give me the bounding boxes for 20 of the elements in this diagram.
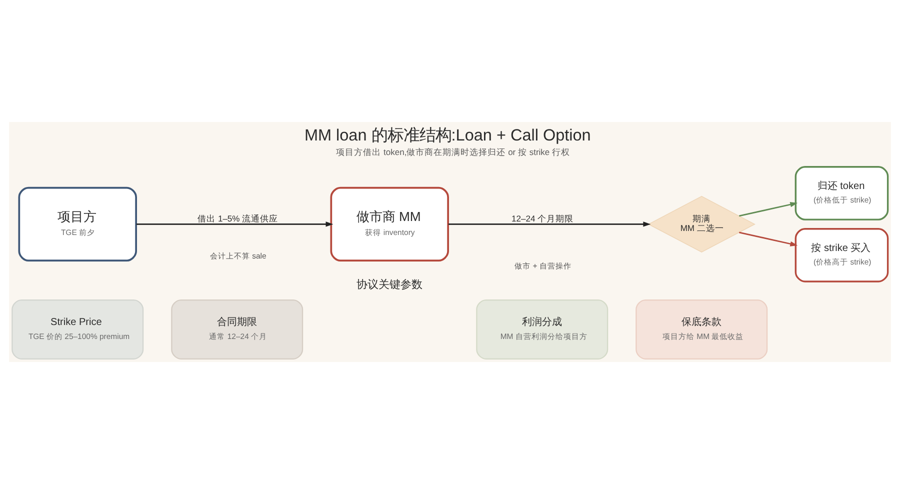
edge-label: 借出 1–5% 流通供应 <box>198 214 278 224</box>
node-box: Strike Price TGE 价的 25–100% premium <box>12 299 144 360</box>
label: 会计上不算 sale <box>210 252 266 261</box>
arrow <box>136 222 334 227</box>
caption: 项目方借出 token,做市商在期满时选择归还 or 按 strike 行权 <box>336 147 570 158</box>
label: 协议关键参数 <box>356 279 422 292</box>
node-box: 合同期限 通常 12–24 个月 <box>171 299 304 360</box>
arrow <box>448 222 651 227</box>
node-box: 利润分成 MM 自营利润分给项目方 <box>476 299 608 360</box>
node-box: 归还 token (价格低于 strike) <box>794 166 889 220</box>
arrow <box>739 202 798 217</box>
node-box: 保底条款 项目方给 MM 最低收益 <box>636 299 768 360</box>
node-diamond: 期满 MM 二选一 <box>648 196 756 252</box>
edge-label: 12–24 个月期限 <box>512 214 574 224</box>
node-box: 按 strike 买入 (价格高于 strike) <box>794 228 889 282</box>
arrow <box>739 232 798 246</box>
node-box: 项目方 TGE 前夕 <box>18 186 137 262</box>
node-box: 做市商 MM 获得 inventory <box>330 186 449 262</box>
diagram-title: MM loan 的标准结构:Loan + Call Option <box>304 126 591 144</box>
label: 做市 + 自营操作 <box>514 262 572 271</box>
